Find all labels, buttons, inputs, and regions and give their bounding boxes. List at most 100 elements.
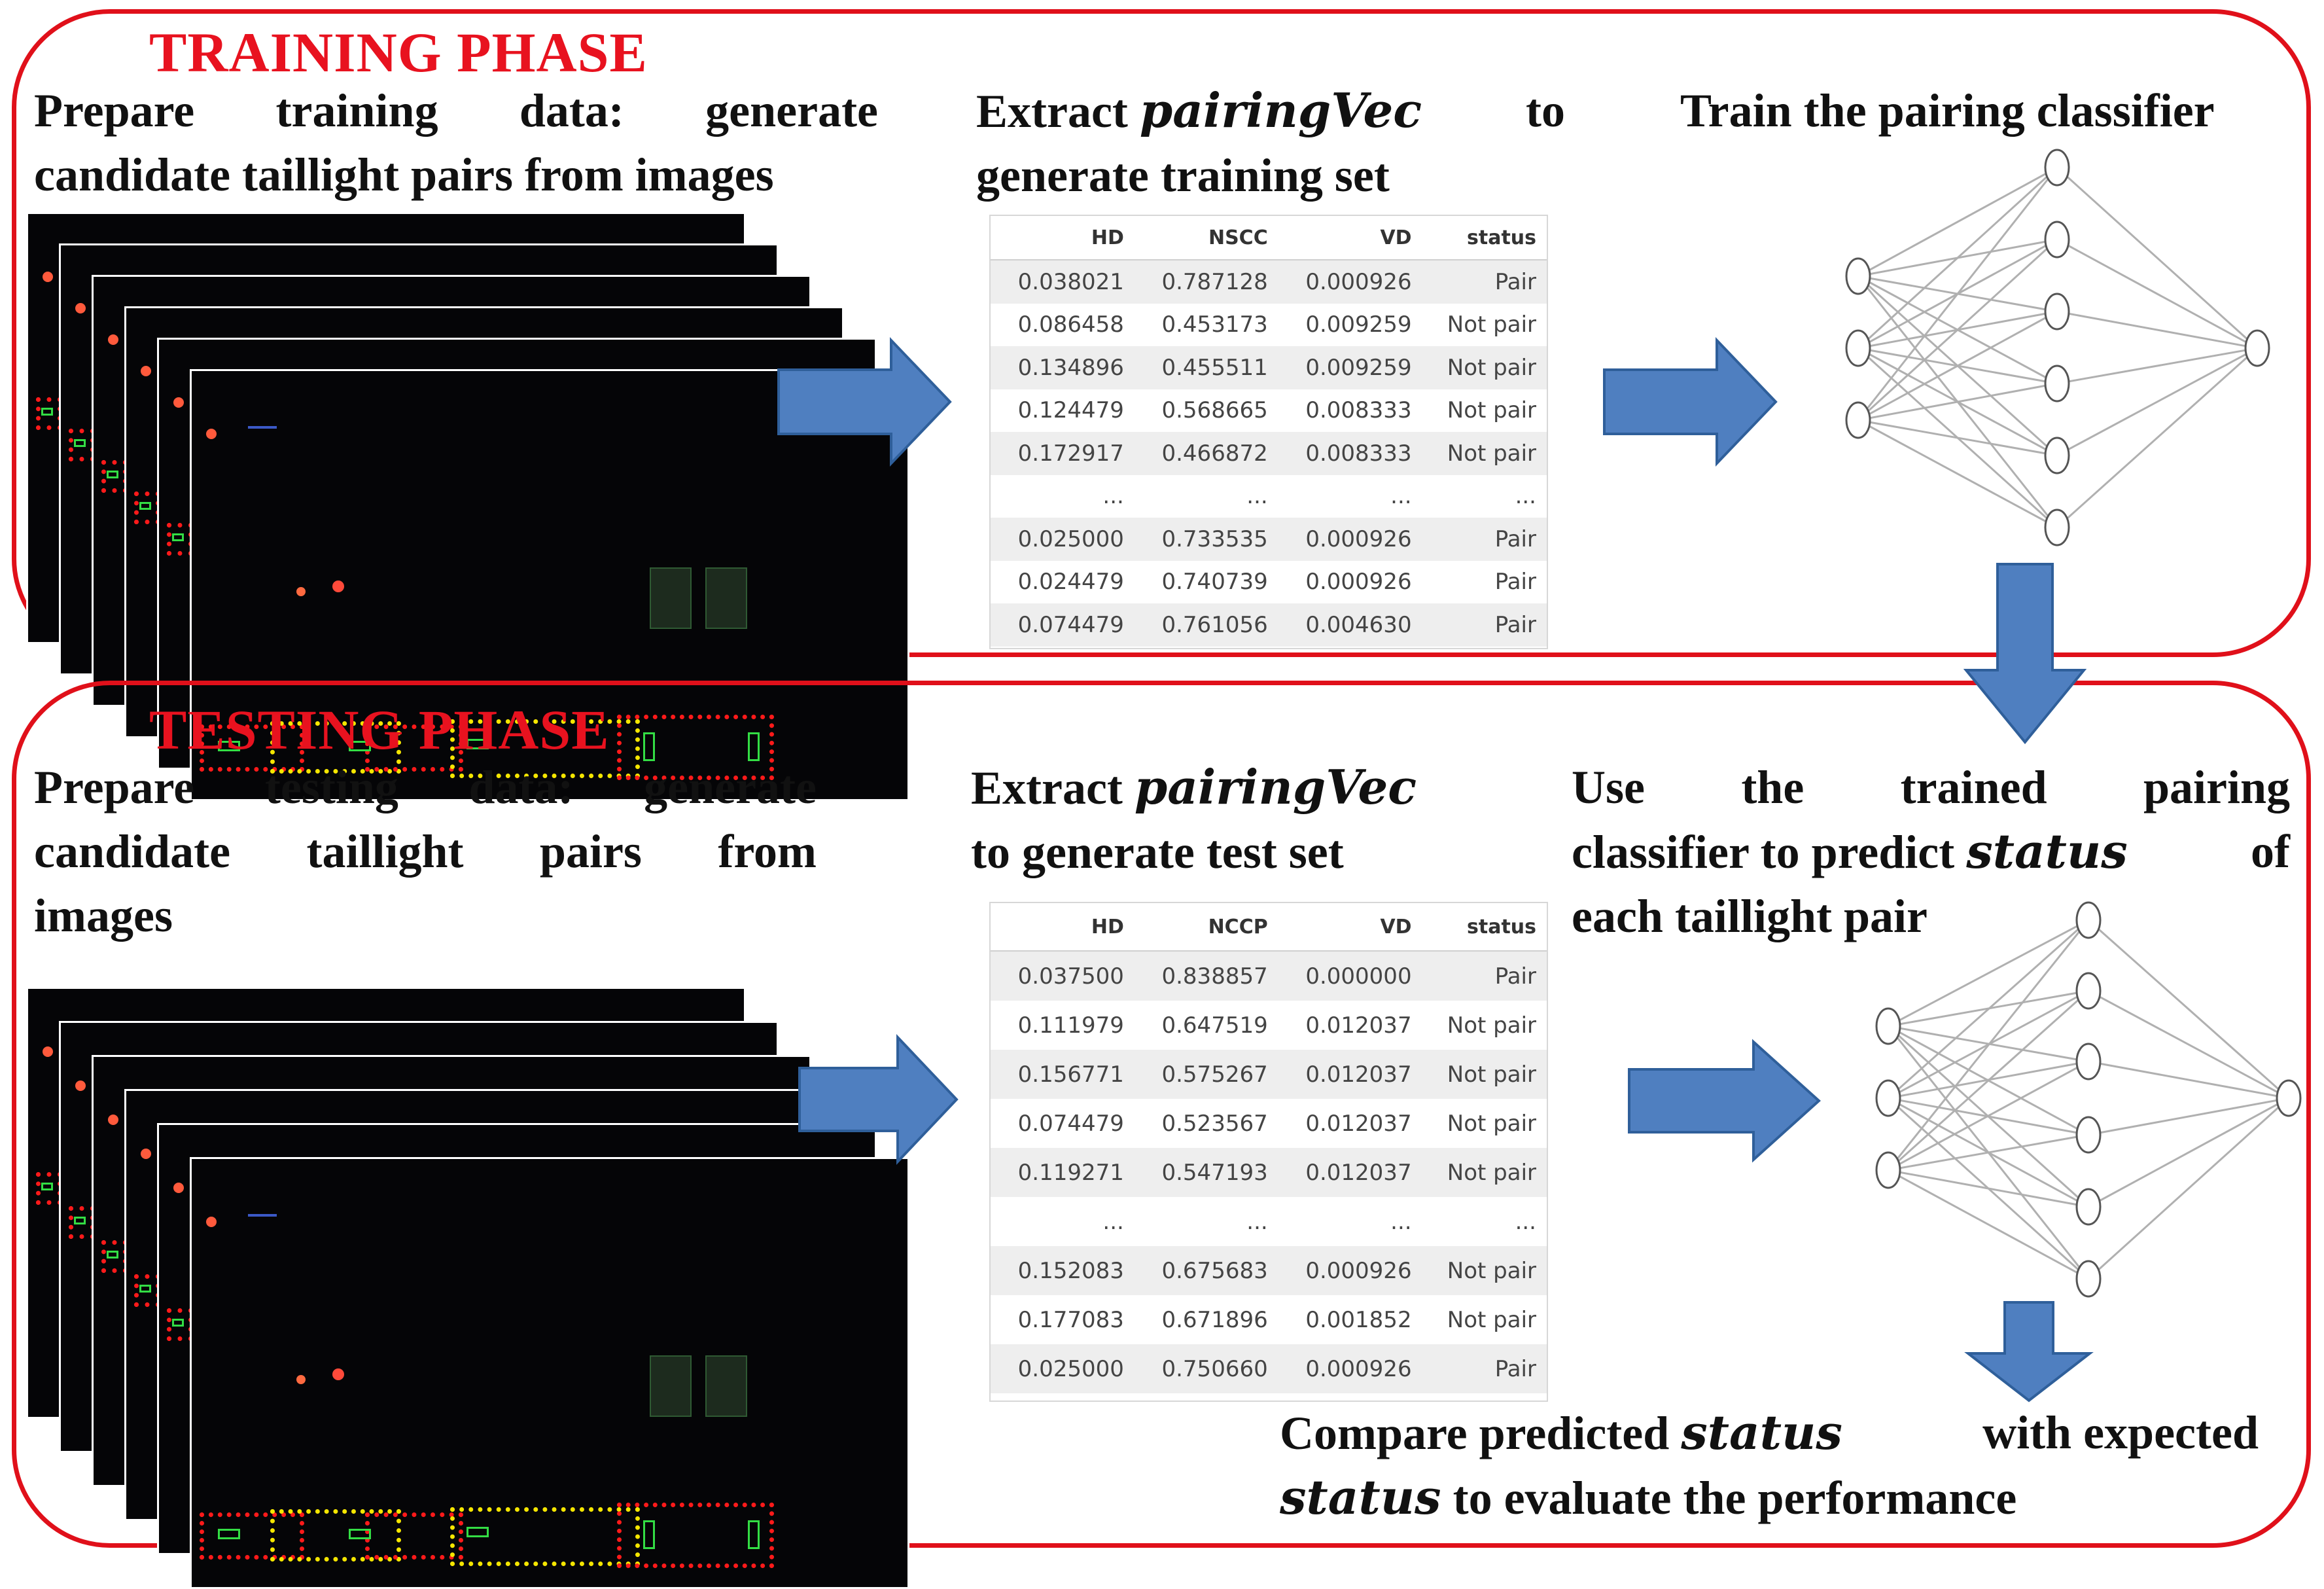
taillight-dot [141, 366, 151, 376]
sky-mark [248, 426, 277, 429]
network-edge [1857, 382, 2058, 421]
word: Use [1572, 761, 1645, 813]
network-edge [1857, 167, 2058, 421]
taillight-marker [172, 533, 184, 541]
training-phase-panel [12, 9, 2311, 657]
testing-step2-text: Extract pairingVec to generate test set [971, 755, 1534, 884]
hidden-node [2044, 437, 2070, 474]
pairingvec-var: pairingVec [1139, 82, 1422, 138]
column-header: NCCP [1134, 903, 1278, 952]
status-cell: Not pair [1422, 346, 1547, 389]
taillight-marker [467, 1527, 489, 1537]
training-step1-line1: Prepare training data: generate [34, 84, 878, 137]
network-edge [2056, 166, 2259, 349]
down-arrow [1964, 1301, 2094, 1402]
value-cell: 0.012037 [1278, 1050, 1422, 1099]
taillight-dot [108, 334, 118, 345]
night-image-frame [190, 369, 909, 801]
status-cell: Not pair [1422, 1246, 1547, 1295]
status-cell: Not pair [1447, 312, 1536, 338]
value-cell: 0.025000 [991, 518, 1135, 561]
taillight-marker [748, 732, 760, 761]
network-edge [1888, 919, 2089, 1027]
network-edge [1888, 1134, 2089, 1171]
right-arrow [798, 1033, 959, 1166]
value-cell: 0.740739 [1161, 569, 1268, 596]
testing-step2-line1: Extract pairingVec [971, 759, 1417, 815]
value-cell: 0.453173 [1161, 312, 1268, 338]
training-step3-text: Train the pairing classifier [1680, 84, 2215, 137]
network-edge [1888, 1169, 2089, 1280]
value-cell: 0.177083 [1017, 1306, 1124, 1333]
pairingvec-var: pairingVec [1134, 759, 1417, 815]
column-header: status [1422, 216, 1547, 260]
value-cell: 0.024479 [1017, 569, 1124, 596]
input-node [1875, 1007, 1901, 1045]
output-node [2276, 1079, 2302, 1117]
taillight-marker [643, 732, 655, 761]
taillight-marker [107, 1251, 118, 1259]
taillight-dot [173, 397, 184, 408]
network-edge [1857, 238, 2058, 421]
status-cell: ... [1515, 483, 1536, 510]
network-edge [1887, 919, 2090, 1171]
value-cell: 0.568665 [1161, 397, 1268, 424]
status-cell: Pair [1422, 603, 1547, 647]
column-header: HD [991, 903, 1135, 952]
value-cell: 0.733535 [1134, 518, 1278, 561]
taillight-dot [75, 1080, 86, 1091]
taillight-dot [108, 1115, 118, 1125]
hidden-node [2044, 365, 2070, 402]
status-cell: Pair [1422, 260, 1547, 304]
network-edge [2088, 919, 2289, 1099]
value-cell: 0.000926 [1278, 518, 1422, 561]
status-cell: Not pair [1447, 397, 1536, 424]
value-cell: 0.671896 [1161, 1306, 1268, 1333]
value-cell: 0.134896 [991, 346, 1135, 389]
taillight-marker [349, 1529, 371, 1539]
status-var: status [1280, 1469, 1441, 1525]
training-step1-text: Prepare training data: generate candidat… [34, 79, 878, 207]
status-cell: Pair [1422, 951, 1547, 1001]
hidden-node [2044, 509, 2070, 546]
training-step2-line1: Extract pairingVec to [976, 82, 1565, 138]
value-cell: 0.675683 [1134, 1246, 1278, 1295]
value-cell: 0.009259 [1305, 312, 1412, 338]
table-row: ............ [991, 475, 1547, 518]
network-edge [2087, 1097, 2290, 1280]
hidden-node [2075, 1260, 2102, 1298]
road-sign [705, 1355, 747, 1417]
network-edge [2088, 1097, 2289, 1208]
network-edge [1888, 1060, 2089, 1171]
taillight-marker [218, 1529, 240, 1539]
hidden-node [2075, 1043, 2102, 1080]
testing-step3-line3: each taillight pair [1572, 890, 1928, 942]
value-cell: 0.038021 [991, 260, 1135, 304]
status-cell: Not pair [1422, 432, 1547, 475]
value-cell: 0.000926 [1305, 569, 1412, 596]
value-cell: ... [1102, 1208, 1124, 1235]
right-arrow [1628, 1039, 1821, 1163]
sky-mark [248, 1214, 277, 1217]
input-node [1845, 329, 1871, 367]
taillight-marker [643, 1520, 655, 1549]
network-edge [2056, 347, 2258, 457]
value-cell: 0.750660 [1134, 1344, 1278, 1393]
column-header: NSCC [1134, 216, 1278, 260]
candidate-box-red [617, 715, 774, 780]
value-cell: 0.119271 [991, 1148, 1135, 1197]
value-cell: ... [1246, 483, 1268, 510]
value-cell: 0.787128 [1134, 260, 1278, 304]
output-node [2244, 329, 2270, 367]
